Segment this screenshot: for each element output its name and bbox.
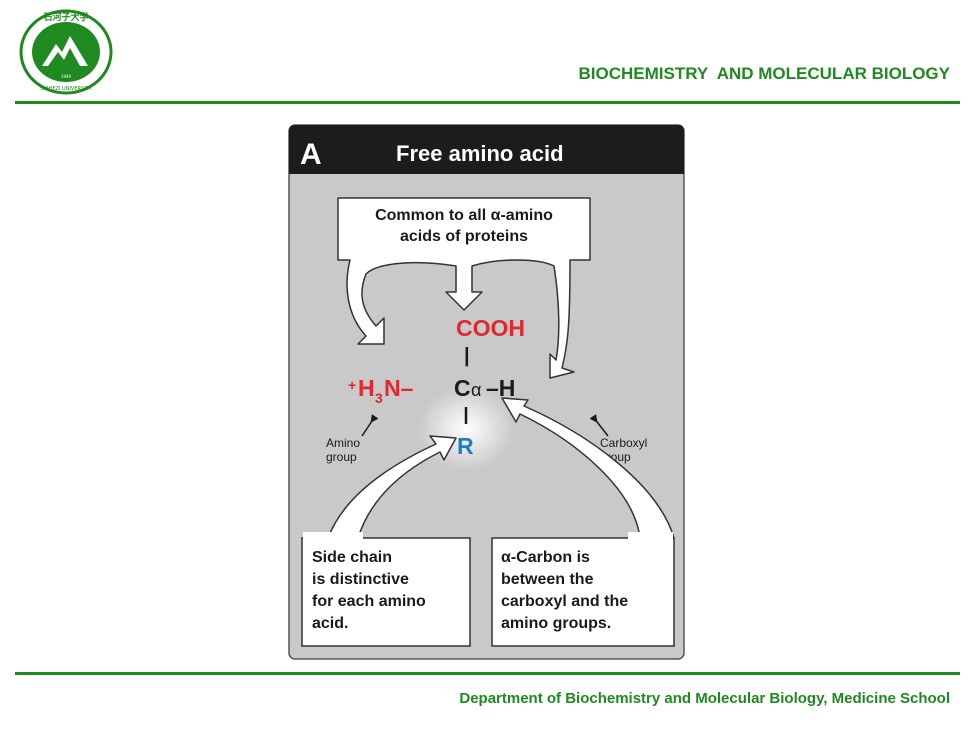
logo-text: SHIHEZI UNIVERSITY [40, 86, 92, 92]
university-logo-icon: 石河子大学 1949 SHIHEZI UNIVERSITY [19, 9, 113, 95]
nh3-sub: 3 [375, 390, 383, 406]
alpha-carbon-line-2: between the [501, 571, 594, 588]
cooh-label: COOH [456, 315, 525, 341]
side-chain-line-1: Side chain [312, 549, 392, 566]
footer-text: Department of Biochemistry and Molecular… [459, 690, 950, 707]
logo-year: 1949 [61, 74, 72, 79]
amino-acid-figure: A Free amino acid Common to all α-amino … [288, 124, 685, 660]
alpha-carbon-box [491, 537, 675, 647]
side-chain-arrow [327, 435, 457, 539]
nh3-n: N– [384, 375, 414, 401]
panel-title: Free amino acid [396, 141, 564, 166]
carbon-c: C [454, 375, 471, 401]
carbon-alpha: α [471, 380, 481, 400]
side-chain-box [301, 537, 471, 647]
alpha-carbon-line-1: α-Carbon is [501, 549, 590, 566]
figure-title-bar [289, 125, 684, 174]
nh3-h: H [358, 375, 375, 401]
side-chain-line-2: is distinctive [312, 571, 409, 588]
amino-label-1: Amino [326, 436, 360, 450]
side-chain-line-3: for each amino [312, 593, 426, 610]
common-callout-box [337, 197, 591, 379]
alpha-carbon-line-3: carboxyl and the [501, 593, 628, 610]
nh3-plus: + [348, 377, 356, 393]
amino-label-2: group [326, 450, 357, 464]
panel-letter: A [300, 138, 322, 171]
header-divider [15, 101, 960, 104]
carboxyl-label-1: Carboxyl [600, 436, 647, 450]
logo-chars: 石河子大学 [42, 11, 88, 23]
r-group: R [457, 433, 474, 459]
page-title: BIOCHEMISTRY AND MOLECULAR BIOLOGY [578, 64, 951, 83]
bond-top: | [464, 345, 470, 367]
common-line-2: acids of proteins [400, 228, 528, 245]
alpha-carbon-arrow [501, 397, 675, 539]
alpha-carbon-line-4: amino groups. [501, 615, 611, 632]
common-line-1: Common to all α-amino [375, 207, 553, 224]
footer-divider [15, 672, 960, 675]
side-chain-line-4: acid. [312, 615, 348, 632]
dash-h: –H [486, 375, 515, 401]
